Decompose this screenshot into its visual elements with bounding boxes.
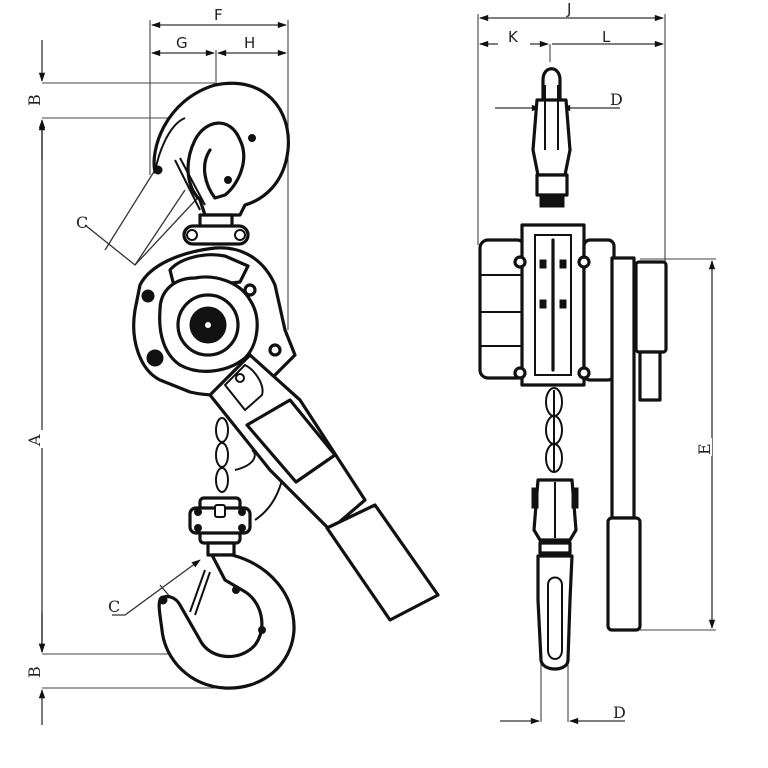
load-chain-front (215, 417, 283, 521)
top-suspension-block (182, 224, 250, 246)
side-view-dimensions: J K L D E D (477, 0, 716, 725)
bottom-hook (157, 553, 296, 690)
dim-label-c-top: C (76, 213, 88, 232)
dim-label-l: L (602, 28, 611, 46)
load-chain-side (545, 387, 563, 473)
dim-label-e: E (695, 443, 714, 455)
dim-label-a: A (25, 434, 44, 447)
dim-label-k: K (508, 28, 519, 46)
lever-grip (325, 503, 440, 622)
dim-label-f: F (214, 6, 223, 24)
dim-label-g: G (176, 34, 188, 52)
dim-label-d-bottom: D (613, 703, 626, 722)
top-hook (152, 81, 290, 217)
dim-label-b-top: B (25, 94, 44, 106)
front-view (132, 81, 440, 690)
top-hook-side (531, 67, 572, 208)
lever-handle (208, 353, 440, 622)
side-view (478, 67, 668, 671)
dim-label-d-top: D (610, 90, 623, 109)
dim-label-b-bottom: B (25, 666, 44, 678)
dim-label-c-bottom: C (108, 597, 120, 616)
lever-grip-side (606, 516, 642, 632)
front-view-dimensions: F G H B A B C C (25, 6, 289, 725)
dim-label-j: J (566, 0, 571, 18)
dim-label-h: H (244, 34, 255, 52)
lever-side (610, 256, 636, 520)
lever-label-plate (245, 398, 337, 484)
